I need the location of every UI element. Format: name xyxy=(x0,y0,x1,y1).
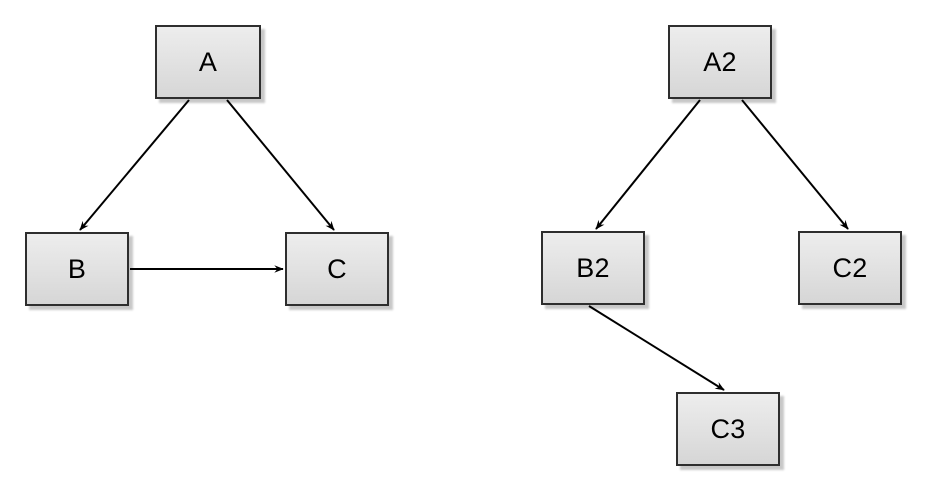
node-a2[interactable]: A2 xyxy=(668,25,772,99)
node-label: B xyxy=(67,253,87,284)
node-a[interactable]: A xyxy=(155,25,261,99)
edge-a2-b2[interactable] xyxy=(595,99,701,230)
node-c2[interactable]: C2 xyxy=(798,231,902,305)
edge-a2-c2[interactable] xyxy=(741,99,849,230)
node-c[interactable]: C xyxy=(285,232,389,306)
node-label: A2 xyxy=(703,46,737,77)
edges-group xyxy=(79,99,849,391)
edge-b2-c3[interactable] xyxy=(588,305,725,391)
node-label: A xyxy=(198,46,218,77)
node-c3[interactable]: C3 xyxy=(676,392,780,466)
node-label: C2 xyxy=(832,252,868,283)
node-label: C3 xyxy=(710,413,746,444)
node-b[interactable]: B xyxy=(25,232,129,306)
node-label: C xyxy=(327,253,347,284)
edge-a-c[interactable] xyxy=(226,99,335,231)
node-b2[interactable]: B2 xyxy=(541,231,645,305)
node-label: B2 xyxy=(576,252,610,283)
edge-a-b[interactable] xyxy=(79,99,190,231)
